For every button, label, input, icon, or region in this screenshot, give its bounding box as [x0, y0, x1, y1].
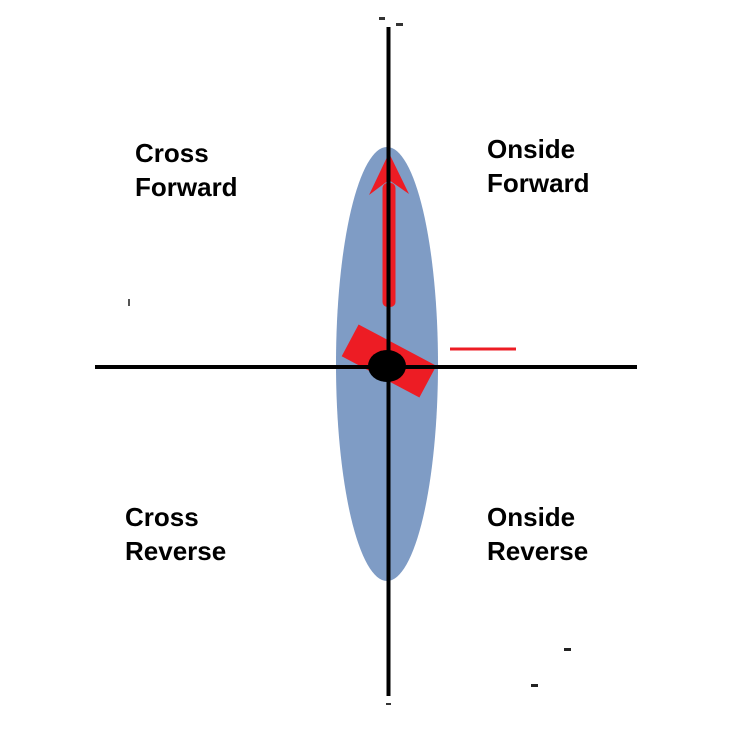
speck [128, 299, 130, 306]
quadrant-label-line: Cross [135, 138, 209, 168]
quadrant-label-cross-reverse: Cross Reverse [125, 500, 226, 568]
speck [531, 684, 538, 687]
quadrant-label-cross-forward: Cross Forward [135, 136, 238, 204]
speck [386, 703, 391, 705]
quadrant-label-onside-reverse: Onside Reverse [487, 500, 588, 568]
speck [379, 17, 385, 20]
quadrant-label-onside-forward: Onside Forward [487, 132, 590, 200]
quadrant-label-line: Reverse [487, 536, 589, 566]
quadrant-label-line: Forward [487, 168, 590, 198]
quadrant-label-line: Forward [135, 172, 238, 202]
speck [564, 648, 571, 651]
quadrant-label-line: Onside [487, 134, 576, 164]
center-dot [368, 350, 406, 382]
quadrant-label-line: Onside [487, 502, 576, 532]
quadrant-label-line: Reverse [125, 536, 227, 566]
quadrant-label-line: Cross [125, 502, 199, 532]
speck [396, 23, 403, 26]
